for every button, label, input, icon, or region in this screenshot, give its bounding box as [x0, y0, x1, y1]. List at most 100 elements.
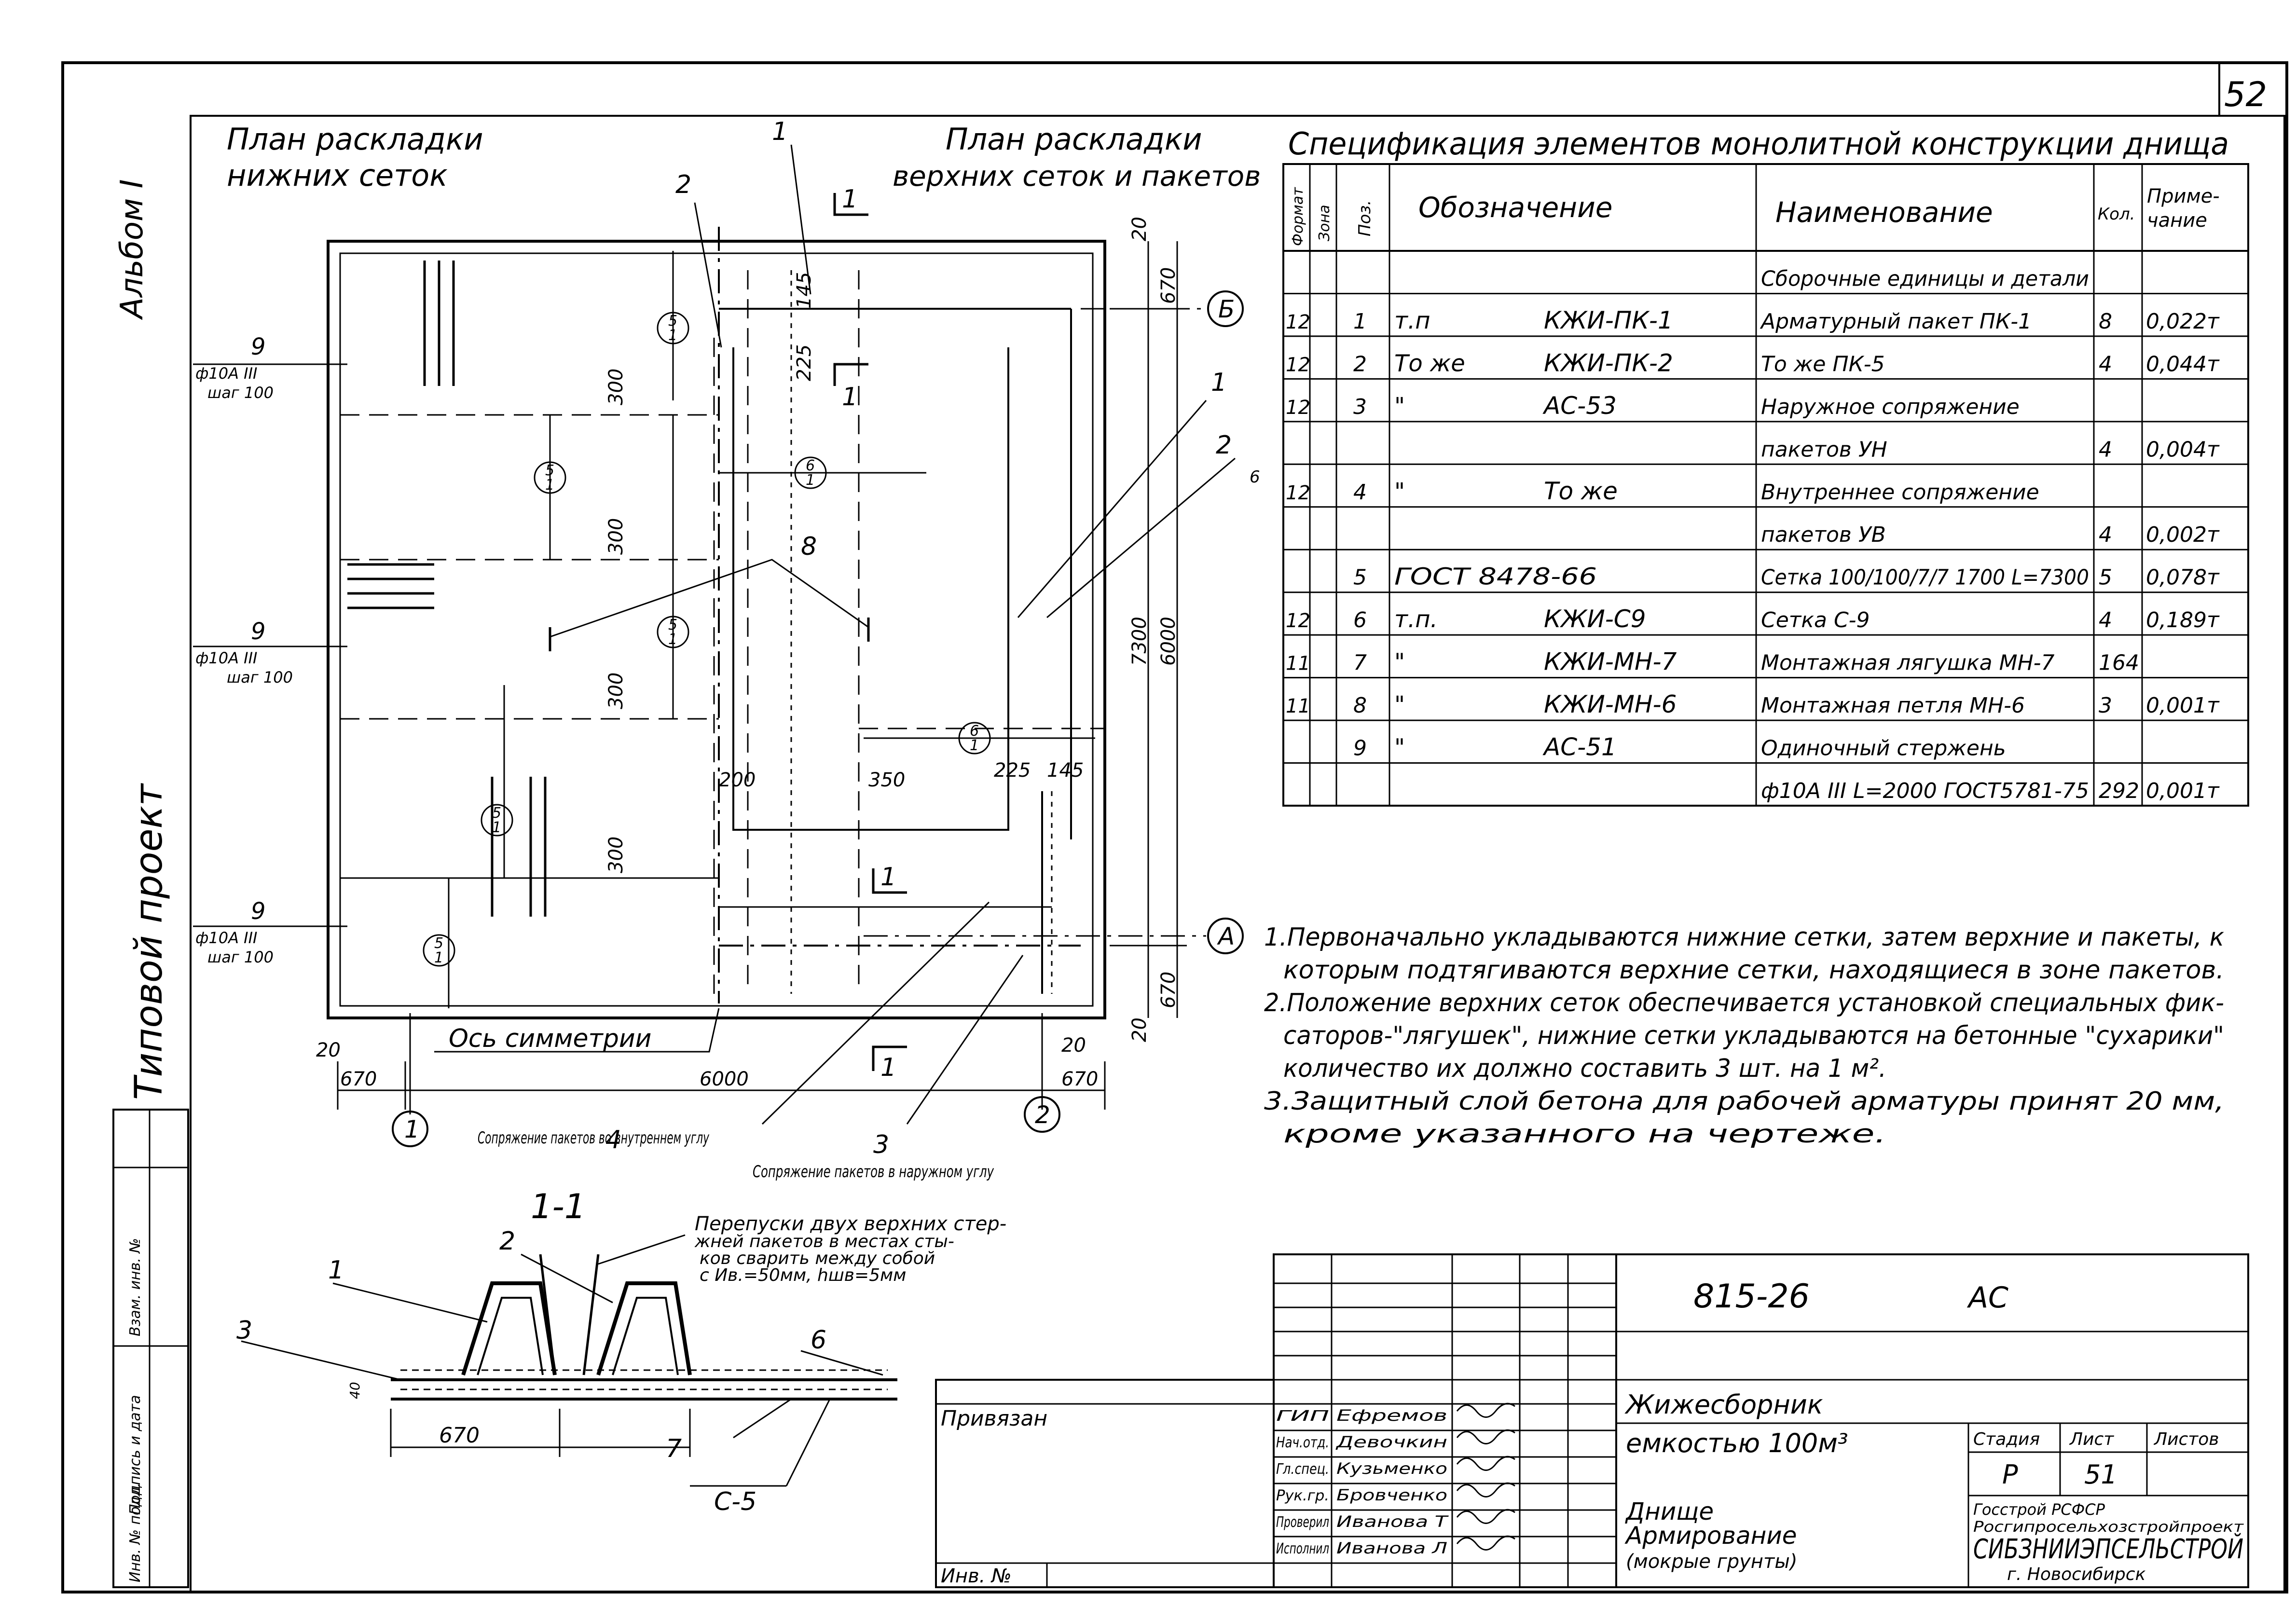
section-drawing [241, 1234, 897, 1487]
spec-cell-designation: " [1394, 478, 1405, 505]
spec-cell-designation: " [1394, 734, 1405, 761]
plan-drawing [193, 144, 1236, 1125]
spec-cell-name: Монтажная лягушка МН-7 [1761, 651, 2055, 675]
svg-text:1: 1 [434, 949, 443, 966]
spec-cell-name: Сборочные единицы и детали [1761, 266, 2089, 291]
spec-cell-qty: 3 [2099, 693, 2112, 718]
svg-text:жней пакетов в местах сты-: жней пакетов в местах сты- [694, 1232, 954, 1251]
svg-text:145: 145 [793, 272, 815, 309]
spec-cell-pos: 3 [1353, 395, 1367, 419]
svg-text:Стадия: Стадия [1973, 1429, 2040, 1449]
svg-text:7: 7 [666, 1434, 682, 1463]
svg-text:шаг 100: шаг 100 [207, 948, 274, 966]
spec-cell-note: 0,022т [2146, 309, 2220, 334]
svg-text:300: 300 [605, 673, 627, 709]
svg-text:Привязан: Привязан [941, 1406, 1047, 1431]
spec-cell-format: 12 [1286, 482, 1310, 504]
svg-text:1: 1 [842, 383, 858, 412]
svg-text:Сопряжение пакетов во внутренн: Сопряжение пакетов во внутреннем углу [478, 1128, 710, 1148]
svg-text:1: 1 [880, 1053, 896, 1082]
svg-text:Поз.: Поз. [1355, 200, 1375, 236]
spec-cell-pos: 2 [1353, 352, 1367, 376]
svg-text:3: 3 [873, 1130, 889, 1159]
spec-cell-pos: 5 [1353, 565, 1367, 590]
svg-text:ф10А III: ф10А III [195, 364, 257, 383]
signature-scribble [1456, 1482, 1515, 1497]
svg-text:6: 6 [806, 457, 815, 474]
spec-cell-note: 0,002т [2146, 522, 2220, 547]
svg-text:Наименование: Наименование [1775, 196, 1993, 229]
person-name: Кузьменко [1336, 1459, 1447, 1478]
svg-text:ф10А III: ф10А III [195, 929, 257, 947]
spec-cell-designation-code: КЖИ-МН-6 [1544, 690, 1677, 718]
person-name: Иванова Т [1336, 1512, 1449, 1531]
svg-text:СИБЗНИИЭПСЕЛЬСТРОЙ: СИБЗНИИЭПСЕЛЬСТРОЙ [1973, 1534, 2243, 1565]
spec-cell-pos: 1 [1353, 309, 1367, 334]
svg-text:Перепуски двух верхних стер-: Перепуски двух верхних стер- [695, 1213, 1006, 1235]
person-name: Иванова Л [1336, 1539, 1447, 1557]
person-role: ГИП [1276, 1408, 1329, 1425]
spec-row: Сборочные единицы и детали [1761, 266, 2089, 291]
spec-cell-qty: 4 [2099, 352, 2112, 376]
svg-text:1: 1 [668, 327, 677, 344]
plan-right-title: План раскладки [946, 122, 1202, 157]
svg-text:350: 350 [868, 769, 905, 791]
spec-cell-designation: т.п. [1394, 606, 1438, 633]
spec-cell-designation: т.п [1394, 307, 1430, 334]
svg-text:20: 20 [316, 1039, 341, 1061]
svg-text:6000: 6000 [700, 1068, 749, 1090]
person-name: Бровченко [1336, 1486, 1447, 1504]
svg-text:с Ив.=50мм, hшв=5мм: с Ив.=50мм, hшв=5мм [700, 1265, 906, 1285]
svg-text:6: 6 [1250, 467, 1260, 487]
note-line: саторов-"лягушек", нижние сетки укладыва… [1283, 1021, 2224, 1050]
spec-cell-designation: " [1394, 649, 1405, 676]
spec-cell-designation-code: КЖИ-МН-7 [1544, 648, 1677, 676]
svg-text:Обозначение: Обозначение [1418, 191, 1612, 224]
svg-text:Росгипросельхозстройпроект: Росгипросельхозстройпроект [1973, 1519, 2244, 1536]
spec-cell-name: Одиночный стержень [1761, 736, 2006, 761]
person-role: Нач.отд. [1276, 1434, 1329, 1451]
spec-table [1282, 163, 2249, 807]
svg-text:9: 9 [251, 333, 266, 360]
spec-cell-designation-code: То же [1544, 477, 1618, 505]
inner-frame [190, 115, 2285, 1593]
svg-text:Инв. №: Инв. № [941, 1565, 1012, 1587]
signature-scribble [1456, 1509, 1515, 1524]
svg-text:6: 6 [811, 1326, 826, 1355]
svg-text:20: 20 [1128, 217, 1151, 241]
svg-text:5: 5 [492, 805, 501, 822]
signature-scribble [1456, 1429, 1515, 1444]
svg-text:шаг 100: шаг 100 [207, 384, 274, 402]
svg-text:4: 4 [605, 1126, 621, 1154]
spec-cell-designation-code: КЖИ-ПК-1 [1544, 306, 1673, 334]
spec-cell-note: 0,001т [2146, 693, 2220, 718]
mesh-bubbles [423, 312, 991, 967]
svg-text:40: 40 [347, 1382, 363, 1399]
title-block [935, 1253, 2249, 1588]
spec-cell-designation: " [1394, 691, 1405, 718]
svg-text:Приме-: Приме- [2147, 185, 2220, 207]
svg-text:Кол.: Кол. [2098, 205, 2135, 224]
svg-text:2: 2 [499, 1227, 515, 1256]
svg-text:Жижесборник: Жижесборник [1624, 1389, 1823, 1420]
svg-text:9: 9 [251, 618, 266, 645]
general-notes: 1.Первоначально укладываются нижние сетк… [1264, 923, 2225, 1149]
axis-A: А [1217, 922, 1235, 950]
section-title: 1-1 [531, 1187, 586, 1226]
svg-text:шаг 100: шаг 100 [227, 668, 293, 687]
axis-markers: Б А 1 2 [392, 290, 1244, 1147]
svg-text:8: 8 [801, 532, 817, 561]
rebar-marks: 9 ф10А III шаг 100 9 ф10А III шаг 100 9 … [195, 333, 293, 966]
svg-text:1: 1 [842, 185, 858, 214]
svg-text:6000: 6000 [1157, 617, 1180, 666]
spec-cell-pos: 9 [1353, 736, 1367, 761]
svg-text:670: 670 [1157, 267, 1180, 304]
